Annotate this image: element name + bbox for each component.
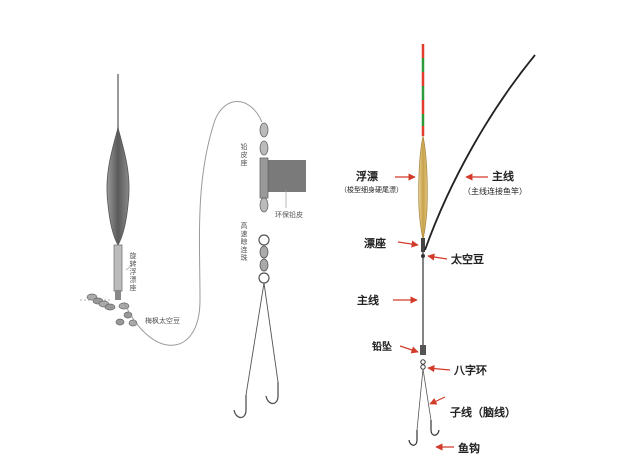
label-space-bean: 太空豆 — [451, 253, 484, 266]
label-sinker: 铅坠 — [372, 342, 392, 353]
middle-hook-right — [265, 382, 279, 405]
swivel-ring-2 — [258, 272, 270, 284]
arrow-space-bean — [427, 253, 448, 261]
swivel-body — [259, 245, 269, 259]
middle-hook-left — [233, 395, 247, 419]
label-swivel: 八字环 — [454, 364, 487, 377]
swivel-loop-1 — [420, 359, 426, 365]
label-float-note: （梭型细身硬尾漂） — [340, 186, 403, 194]
arrow-leader — [429, 396, 446, 405]
right-float-seat — [421, 238, 425, 252]
clamp-bead-1 — [259, 122, 269, 138]
label-float: 浮漂 — [356, 170, 378, 183]
connecting-line — [123, 101, 263, 346]
label-main-line-top-note: （主线连接鱼竿） — [463, 187, 527, 196]
label-arrows — [393, 173, 488, 451]
space-bean — [421, 254, 425, 258]
left-pointer — [125, 261, 137, 271]
swivel-loop-2 — [420, 364, 426, 370]
label-main-line-top: 主线 — [492, 170, 514, 183]
label-leader: 子线（脑线） — [450, 406, 516, 419]
clamp-bead-2 — [259, 140, 269, 156]
label-clamp: 铅皮座 — [240, 143, 248, 167]
arrow-sinker — [399, 345, 419, 354]
label-left-float-seat: 旋转浮漂座 — [129, 252, 137, 292]
main-line-to-rod — [424, 54, 536, 251]
right-hook-right — [430, 420, 440, 436]
arrow-swivel — [427, 365, 451, 373]
right-hook-left — [408, 430, 418, 446]
left-float-body — [106, 126, 130, 246]
arrow-float-seat — [397, 240, 419, 248]
left-rig — [80, 74, 138, 327]
label-main-line: 主线 — [357, 294, 379, 307]
middle-leader-right — [263, 282, 279, 383]
swivel-ring-1 — [258, 234, 270, 246]
lead-sheet-block — [268, 160, 306, 192]
right-float-body — [418, 135, 428, 241]
sinker — [420, 345, 426, 355]
label-float-seat: 漂座 — [364, 237, 386, 250]
label-left-bean-group: 梅枫太空豆 — [145, 317, 180, 325]
right-rig — [408, 44, 536, 446]
lead-clamp — [259, 157, 269, 199]
left-float-stem — [113, 244, 123, 292]
left-float-seat — [115, 290, 121, 300]
middle-leader-left — [245, 282, 265, 396]
clamp-bead-3 — [259, 197, 269, 213]
right-leader-right — [422, 368, 432, 421]
label-lead-sheet: 环保铅皮 — [275, 211, 303, 219]
swivel-body-2 — [259, 258, 269, 272]
label-connector: 高速晾连珠 — [240, 222, 248, 262]
right-leader-left — [416, 368, 424, 431]
label-hook: 鱼钩 — [458, 442, 480, 455]
left-bean-cluster — [86, 293, 138, 327]
middle-rig — [233, 122, 306, 419]
